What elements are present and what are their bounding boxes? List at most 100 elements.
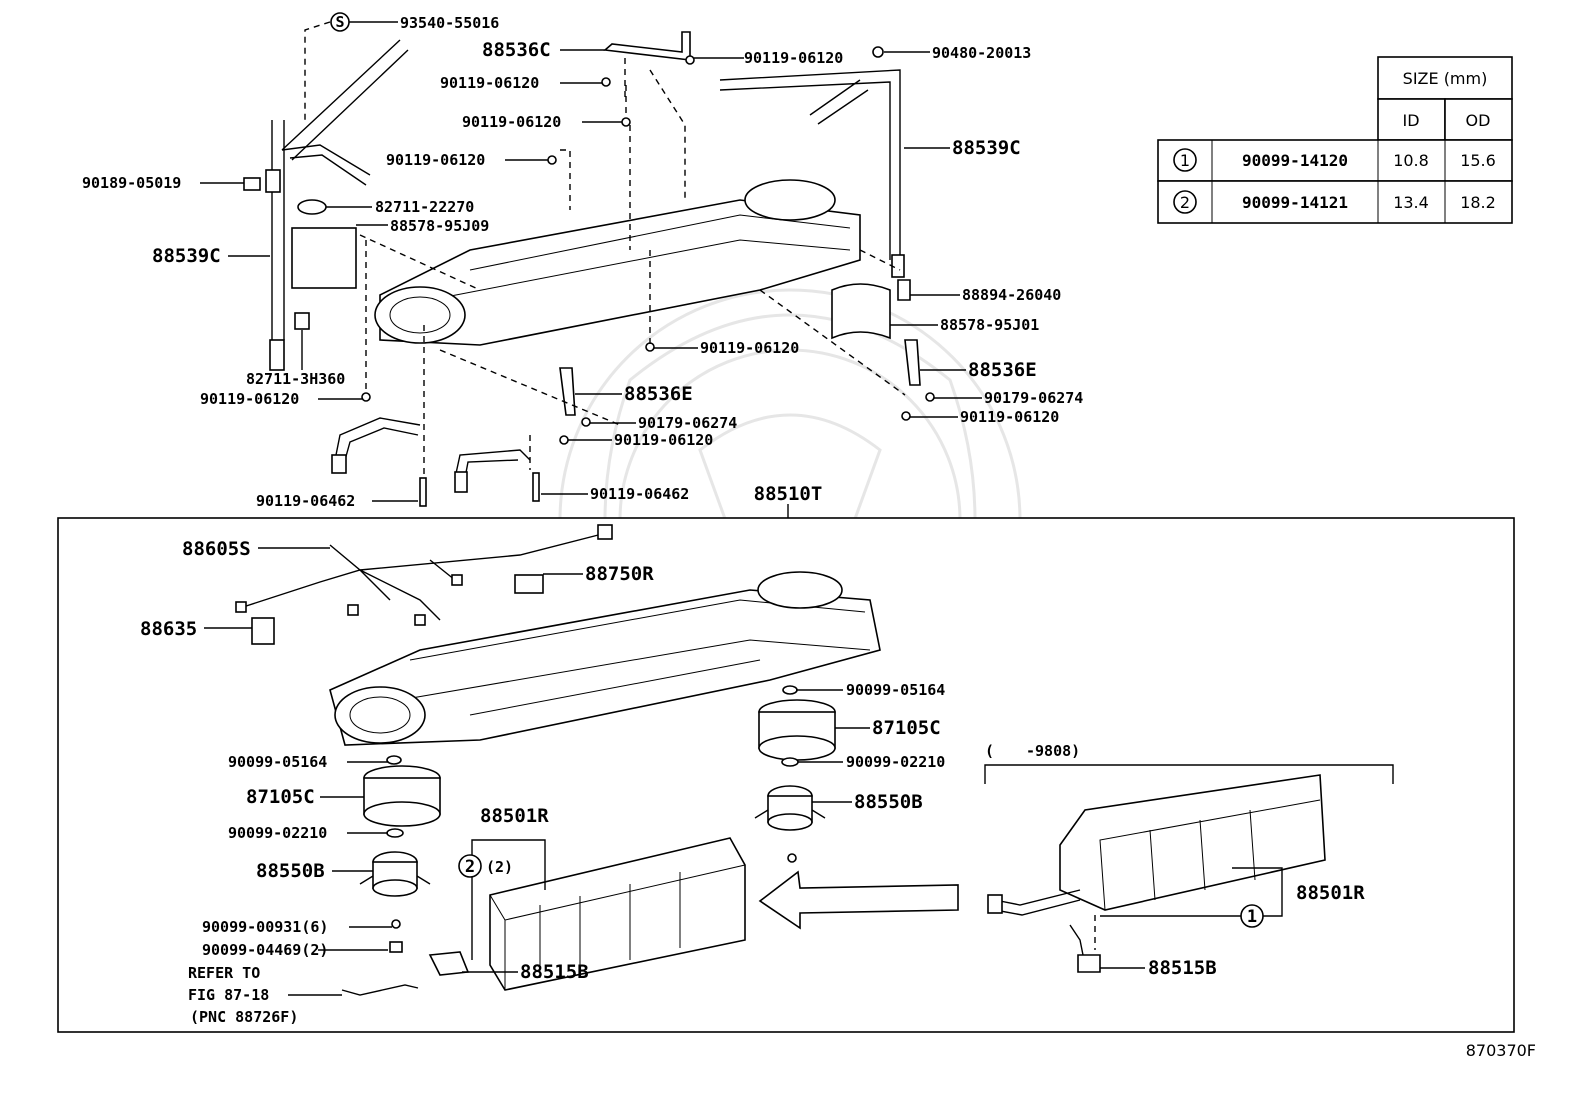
- label-90119-06120-d: 90119-06120: [386, 151, 485, 169]
- label-88501r-mid: 88501R: [480, 805, 549, 827]
- table-row2-id: 13.4: [1393, 193, 1429, 212]
- label-mark-2: 2: [465, 857, 475, 877]
- upper-assembly: [243, 21, 935, 507]
- label-88536c: 88536C: [482, 39, 551, 61]
- label-87105c-left: 87105C: [246, 786, 315, 808]
- leaders-top: [200, 12, 982, 518]
- table-mark-2: [1173, 190, 1197, 214]
- blower-housing-left: [374, 286, 466, 344]
- label-mark-2-qty: (2): [486, 858, 513, 876]
- cooling-unit-housing: [329, 589, 881, 746]
- label-90119-06462-right: 90119-06462: [590, 485, 689, 503]
- hose-bend: [809, 79, 869, 125]
- label-90099-02210-left: 90099-02210: [228, 824, 327, 842]
- label-90099-00931: 90099-00931(6): [202, 918, 328, 936]
- bracket-88536e-mid: [559, 367, 576, 416]
- clip-90189: [243, 177, 261, 191]
- label-90119-06120-e: 90119-06120: [700, 339, 799, 357]
- valve-88515b-early: [1077, 954, 1101, 973]
- pipe-end: [331, 454, 347, 474]
- label-90099-05164-left: 90099-05164: [228, 753, 327, 771]
- label-88550b-left: 88550B: [256, 860, 325, 882]
- label-90179-06274-right: 90179-06274: [984, 389, 1083, 407]
- sensor-88635: [251, 617, 275, 645]
- label-88605s: 88605S: [182, 538, 251, 560]
- size-table: [1157, 56, 1513, 224]
- leaders-lower: [204, 547, 1283, 996]
- hose-88539c-right: [719, 69, 901, 260]
- table-row2-mark: 2: [1180, 193, 1190, 212]
- table-row1-od: 15.6: [1460, 151, 1496, 170]
- label-88539c-left: 88539C: [152, 245, 221, 267]
- label-88578-95j09: 88578-95J09: [390, 217, 489, 235]
- label-90099-05164-right: 90099-05164: [846, 681, 945, 699]
- blower-case-left: [334, 686, 426, 744]
- diagram-id: 870370F: [1466, 1041, 1536, 1060]
- lower-assembly: [235, 524, 1394, 996]
- table-row2-part: 90099-14121: [1242, 193, 1348, 212]
- table-col-id: ID: [1402, 111, 1419, 130]
- pipe-end: [454, 471, 468, 493]
- label-87105c-right: 87105C: [872, 717, 941, 739]
- hose-branch: [281, 144, 371, 186]
- blower-housing-right: [744, 179, 836, 221]
- label-s-mark: S: [335, 13, 344, 31]
- label-refer-pnc: (PNC 88726F): [190, 1008, 298, 1026]
- table-mark-1: [1173, 148, 1197, 172]
- clip-82711-3h360: [294, 312, 310, 330]
- label-88550b-right: 88550B: [854, 791, 923, 813]
- label-90189-05019: 90189-05019: [82, 174, 181, 192]
- label-90119-06120-h: 90119-06120: [614, 431, 713, 449]
- table-header-size: SIZE (mm): [1403, 69, 1488, 88]
- label-88536e-right: 88536E: [968, 359, 1037, 381]
- hose-end-right: [891, 254, 905, 278]
- evap-pipe: [994, 889, 1081, 916]
- clip-82711-22270: [297, 199, 327, 215]
- label-88635: 88635: [140, 618, 197, 640]
- label-90179-06274-mid: 90179-06274: [638, 414, 737, 432]
- label-range-open: (: [985, 742, 994, 760]
- label-90119-06120-a: 90119-06120: [440, 74, 539, 92]
- range-bracket: [984, 764, 1394, 784]
- label-88515b-right: 88515B: [1148, 957, 1217, 979]
- label-range-end: -9808): [1026, 742, 1080, 760]
- label-90119-06120-f: 90119-06120: [960, 408, 1059, 426]
- table-row1-id: 10.8: [1393, 151, 1429, 170]
- relay-88750r: [514, 574, 544, 594]
- table-row2-od: 18.2: [1460, 193, 1496, 212]
- label-88578-95j01: 88578-95J01: [940, 316, 1039, 334]
- label-88539c-right: 88539C: [952, 137, 1021, 159]
- label-90119-06120-c: 90119-06120: [462, 113, 561, 131]
- label-mark-1: 1: [1247, 907, 1257, 927]
- table-row1-mark: 1: [1180, 151, 1190, 170]
- evaporator-88501r-early: [1059, 774, 1326, 911]
- label-88501r-right: 88501R: [1296, 882, 1365, 904]
- pad-88578-95j01: [831, 283, 891, 340]
- label-refer-to: REFER TO: [188, 964, 260, 982]
- clamp: [265, 169, 281, 193]
- direction-arrow: [758, 870, 959, 930]
- label-90099-02210-right: 90099-02210: [846, 753, 945, 771]
- label-88536e-mid: 88536E: [624, 383, 693, 405]
- bracket-88536e-right: [904, 339, 921, 386]
- label-90119-06462-left: 90119-06462: [256, 492, 355, 510]
- label-82711-22270: 82711-22270: [375, 198, 474, 216]
- hose-88539c-left: [271, 120, 285, 340]
- mark-2-circle: [458, 854, 482, 878]
- connector-88894: [897, 279, 911, 301]
- hose-93540: [281, 39, 409, 161]
- label-88894-26040: 88894-26040: [962, 286, 1061, 304]
- blower-case-right: [757, 571, 843, 609]
- label-90099-04469: 90099-04469(2): [202, 941, 328, 959]
- table-col-od: OD: [1466, 111, 1491, 130]
- bracket-88536c: [603, 31, 691, 61]
- label-90480-20013: 90480-20013: [932, 44, 1031, 62]
- label-93540-55016: 93540-55016: [400, 14, 499, 32]
- pipe-left: [334, 417, 421, 461]
- label-90119-06120-b: 90119-06120: [744, 49, 843, 67]
- label-90119-06120-g: 90119-06120: [200, 390, 299, 408]
- table-row1-part: 90099-14120: [1242, 151, 1348, 170]
- label-88515b-mid: 88515B: [520, 961, 589, 983]
- labels: S 93540-55016 88536C 90119-06120 90119-0…: [82, 13, 1536, 1060]
- label-82711-3h360: 82711-3H360: [246, 370, 345, 388]
